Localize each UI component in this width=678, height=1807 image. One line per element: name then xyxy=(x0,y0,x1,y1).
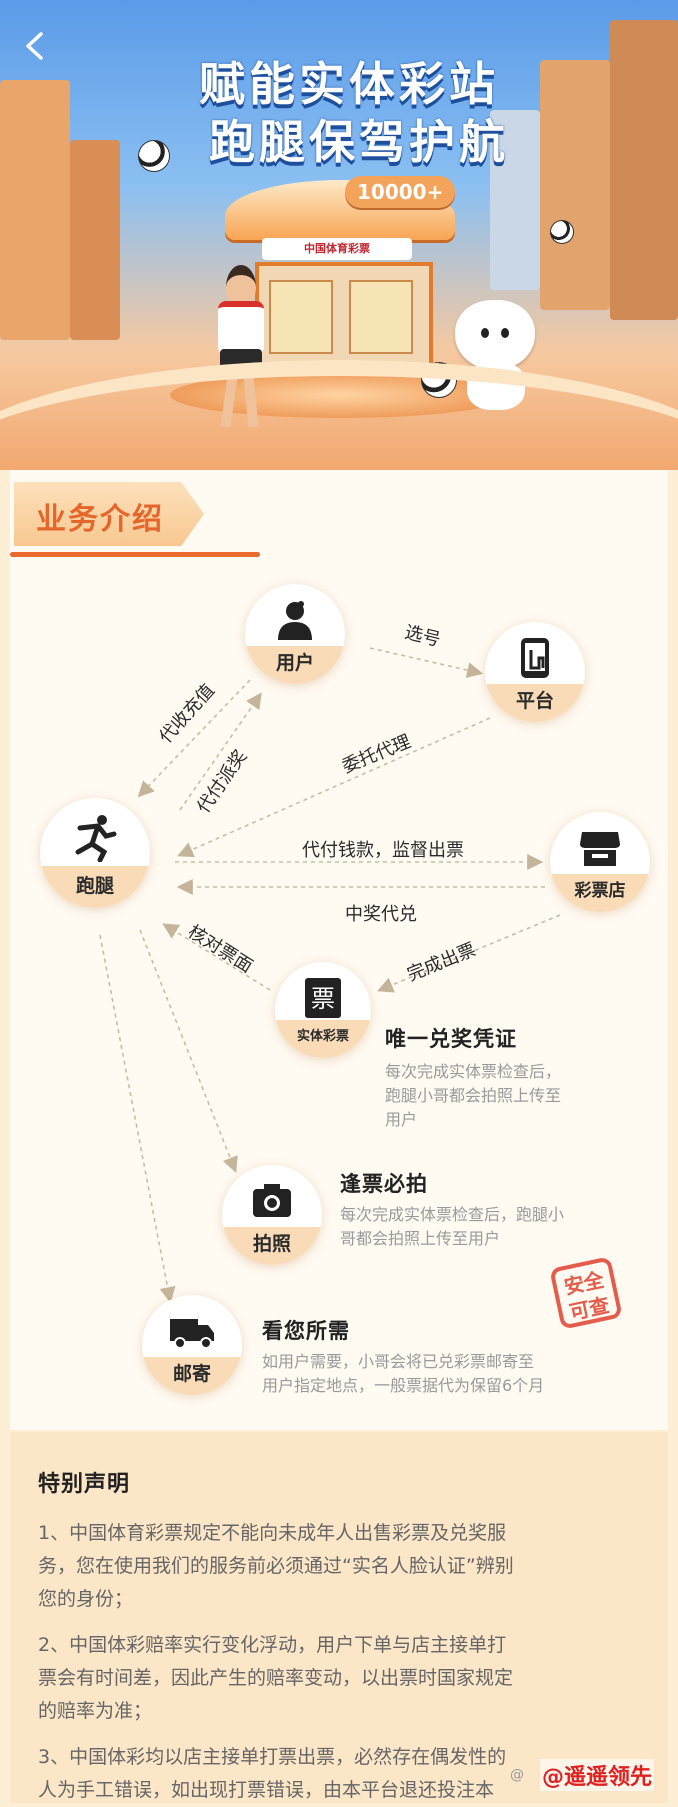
building-left xyxy=(0,80,70,340)
node-runner[interactable]: 跑腿 xyxy=(40,798,150,908)
kiosk-sign: 中国体育彩票 xyxy=(262,238,412,260)
edge-label-pay-supervise: 代付钱款，监督出票 xyxy=(302,840,464,861)
store-icon xyxy=(550,826,650,870)
kiosk-window xyxy=(269,280,333,354)
ticket-icon: 票 xyxy=(275,976,371,1020)
safe-checkable-stamp: 安全 可查 xyxy=(549,1256,623,1330)
building-right-2 xyxy=(610,20,678,320)
back-button[interactable] xyxy=(14,26,54,66)
notice-item-3: 3、中国体彩均以店主接单打票出票，必然存在偶发性的 人为手工错误，如出现打票错误… xyxy=(38,1746,507,1801)
runner-illustration xyxy=(212,265,272,435)
node-platform[interactable]: 平台 xyxy=(485,622,585,722)
node-user-label: 用户 xyxy=(245,646,345,684)
edge-label-win-redeem: 中奖代兑 xyxy=(345,904,417,925)
watermark-small: @ xyxy=(510,1767,524,1783)
camera-icon xyxy=(222,1179,322,1223)
user-icon xyxy=(245,598,345,642)
chevron-left-icon xyxy=(26,32,43,60)
building-right xyxy=(540,60,610,310)
watermark-author: @遥遥领先 xyxy=(540,1759,655,1791)
feature-photo-title: 逢票必拍 xyxy=(340,1172,428,1196)
section-underline xyxy=(10,552,260,557)
node-photo[interactable]: 拍照 xyxy=(222,1165,322,1265)
node-mail-label: 邮寄 xyxy=(142,1357,242,1395)
node-ticket[interactable]: 票 实体彩票 xyxy=(275,962,371,1058)
section-heading: 业务介绍 xyxy=(36,502,164,537)
feature-mail-title: 看您所需 xyxy=(262,1319,350,1343)
node-user[interactable]: 用户 xyxy=(245,584,345,684)
feature-mail-desc: 如用户需要，小哥会将已兑彩票邮寄至 用户指定地点，一般票据代为保留6个月 xyxy=(262,1352,545,1395)
node-ticket-label: 实体彩票 xyxy=(275,1020,371,1058)
notice-item-2: 2、中国体彩赔率实行变化浮动，用户下单与店主接单打 票会有时间差，因此产生的赔率… xyxy=(38,1634,514,1722)
node-mail[interactable]: 邮寄 xyxy=(142,1295,242,1395)
hero-title-line1: 赋能实体彩站 xyxy=(199,57,499,111)
feature-voucher-desc: 每次完成实体票检查后， 跑腿小哥都会拍照上传至 用户 xyxy=(385,1062,562,1129)
node-platform-label: 平台 xyxy=(485,684,585,722)
kiosk-count-badge: 10000+ xyxy=(345,176,456,208)
hero-banner: 赋能实体彩站 跑腿保驾护航 10000+ 中国体育彩票 xyxy=(0,0,678,470)
running-person-icon xyxy=(40,814,150,862)
football-icon xyxy=(138,140,170,172)
banner-curve xyxy=(0,360,678,470)
feature-voucher-title: 唯一兑奖凭证 xyxy=(385,1027,517,1051)
building-left-2 xyxy=(70,140,120,340)
football-icon xyxy=(550,220,574,244)
feature-photo-desc: 每次完成实体票检查后，跑腿小 哥都会拍照上传至用户 xyxy=(340,1205,565,1248)
node-store[interactable]: 彩票店 xyxy=(550,812,650,912)
building-right-3 xyxy=(490,110,540,290)
hero-title-line2: 跑腿保驾护航 xyxy=(209,115,509,169)
svg-text:票: 票 xyxy=(311,985,335,1013)
notice-item-1: 1、中国体育彩票规定不能向未成年人出售彩票及兑奖服 务，您在使用我们的服务前必须… xyxy=(38,1522,514,1610)
node-runner-label: 跑腿 xyxy=(40,866,150,908)
node-photo-label: 拍照 xyxy=(222,1227,322,1265)
node-store-label: 彩票店 xyxy=(550,874,650,912)
tap-phone-icon xyxy=(485,636,585,680)
truck-icon xyxy=(142,1309,242,1353)
notice-title: 特别声明 xyxy=(38,1472,131,1497)
special-notice-panel xyxy=(10,1432,668,1803)
section-tab-bg xyxy=(14,482,204,546)
kiosk-window xyxy=(349,280,413,354)
